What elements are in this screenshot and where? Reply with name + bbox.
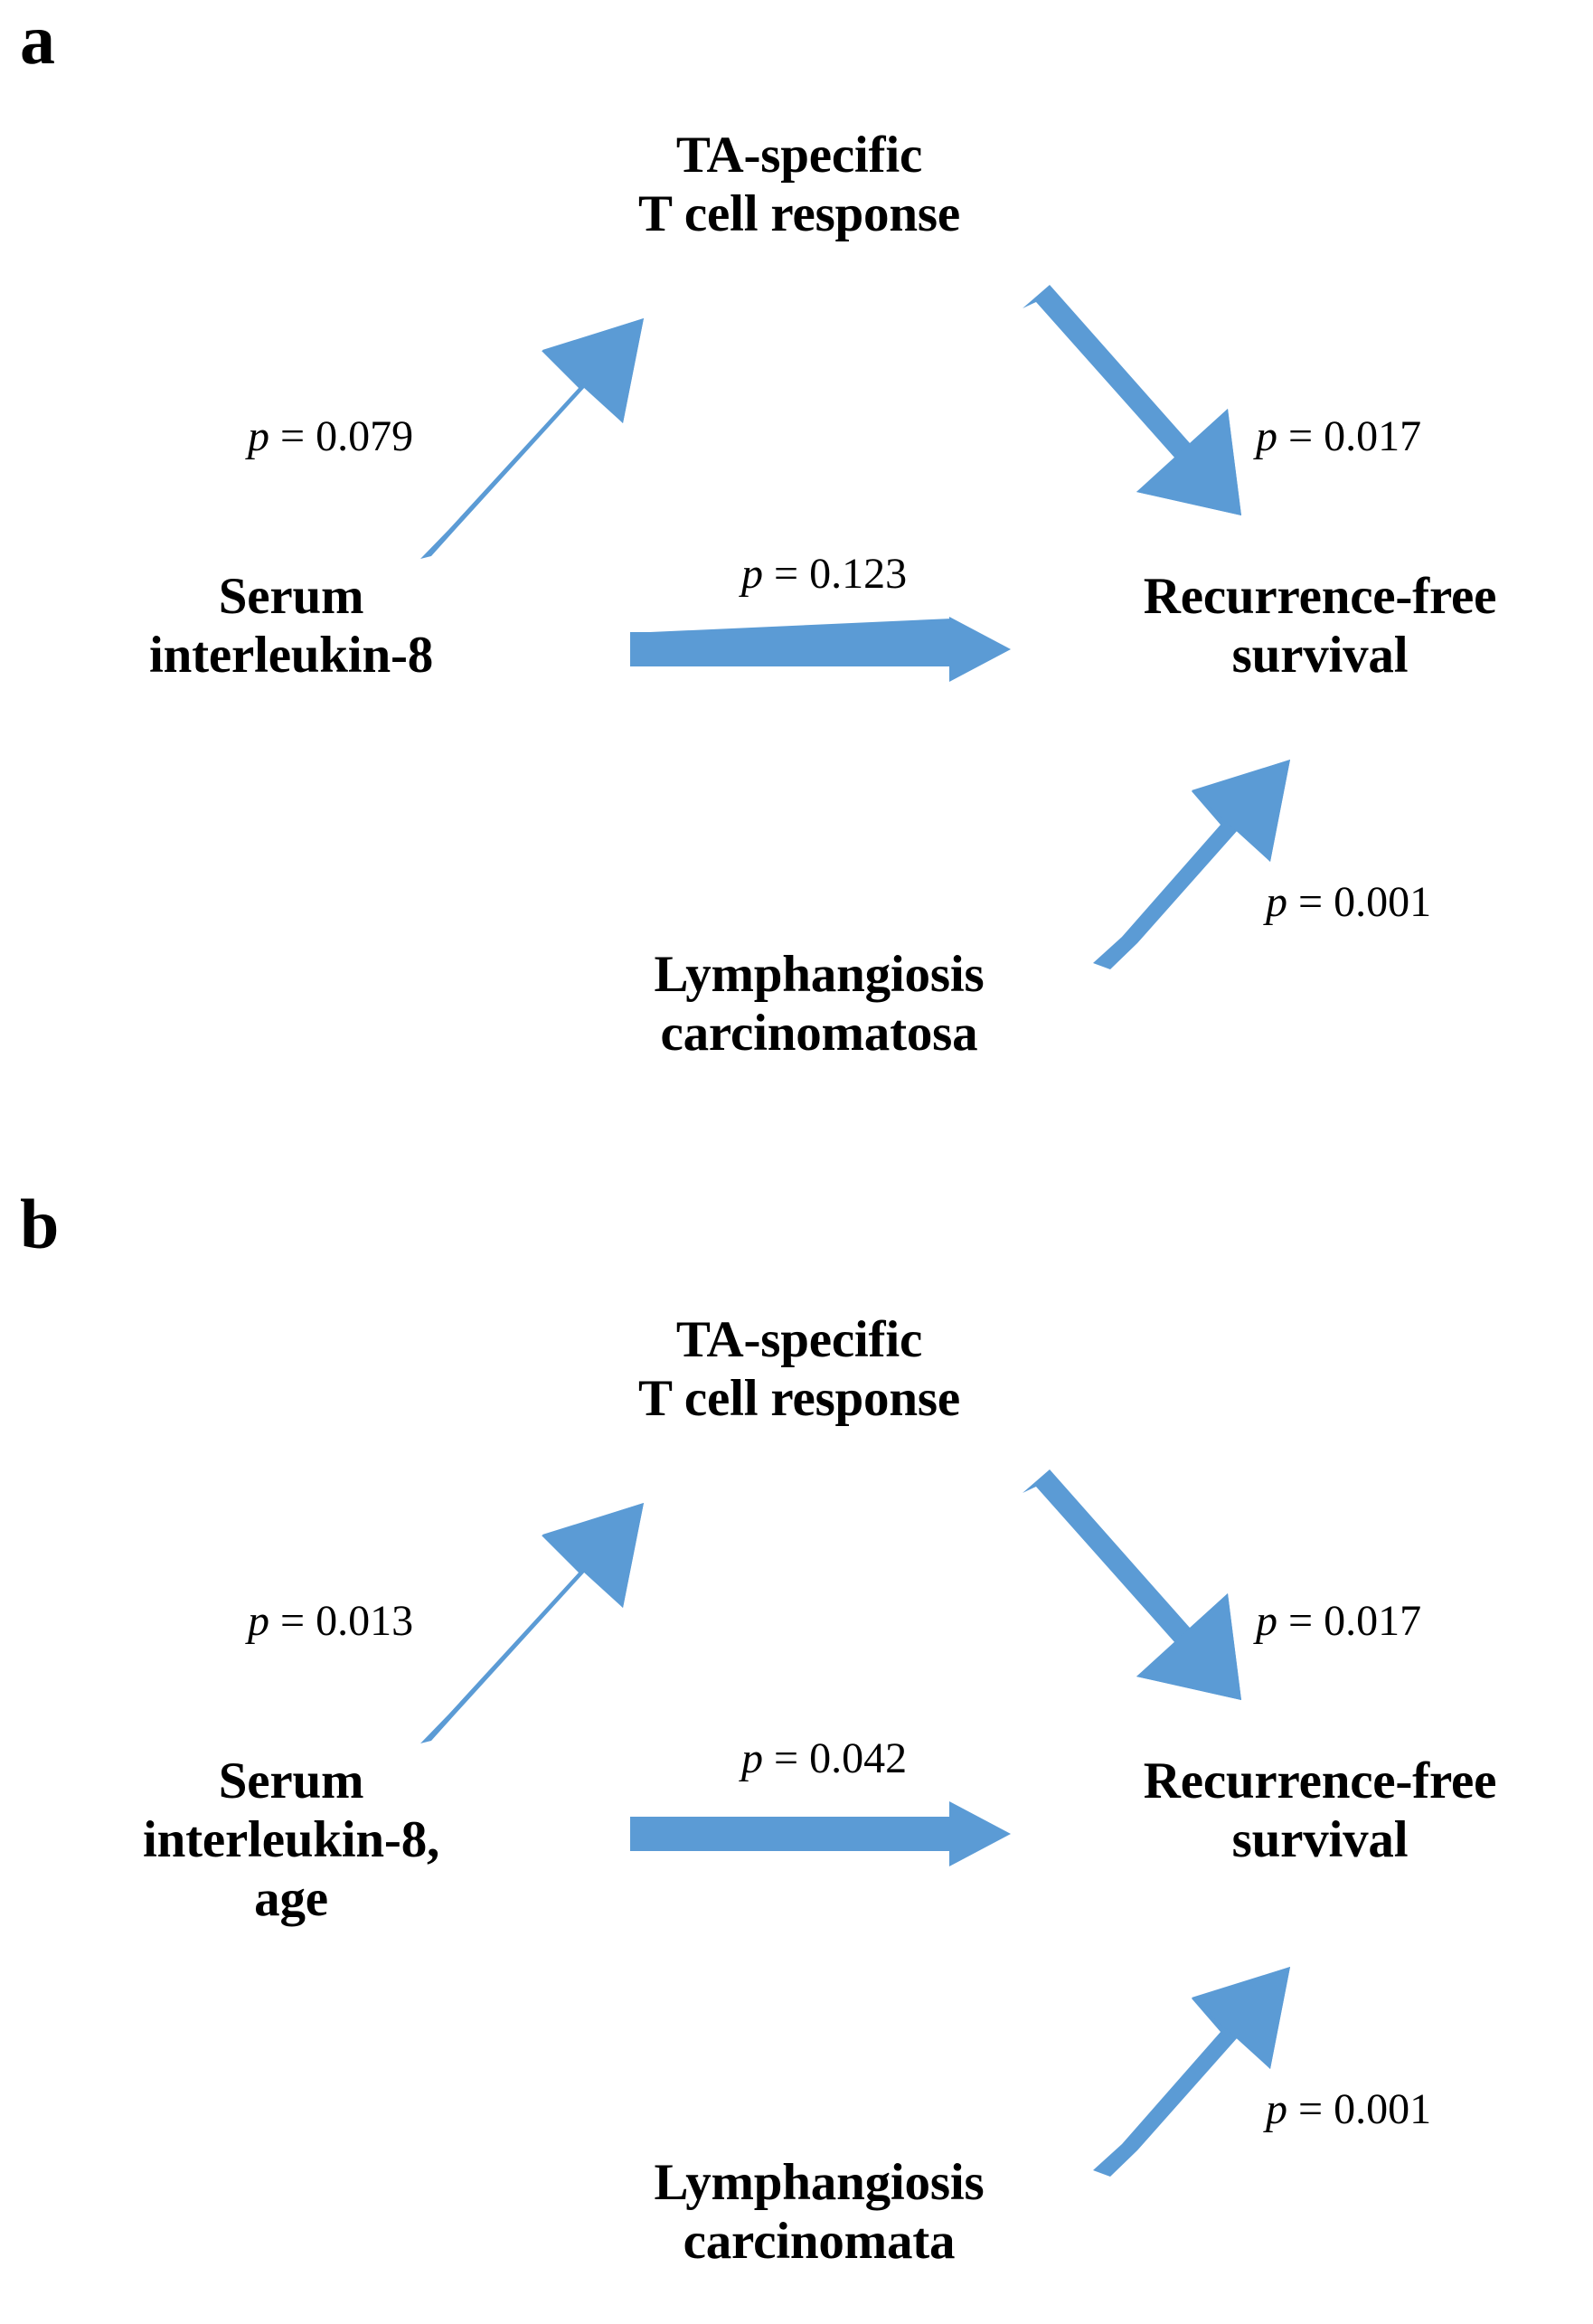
p-value-text: = 0.079 bbox=[269, 412, 414, 460]
arrow-b-mediator-to-outcome bbox=[1023, 1469, 1241, 1700]
panel-b-node-covariate: Lymphangiosis carcinomata bbox=[654, 2154, 985, 2270]
arrow-b-exposure-to-mediator bbox=[420, 1503, 644, 1743]
p-value-text: = 0.123 bbox=[763, 550, 908, 598]
p-value-text: = 0.001 bbox=[1287, 878, 1432, 926]
panel-b-plabel-exposure-to-mediator: p = 0.013 bbox=[248, 1600, 413, 1643]
p-symbol: p bbox=[1256, 412, 1277, 460]
p-symbol: p bbox=[248, 412, 269, 460]
arrow-a-covariate-to-outcome bbox=[1093, 760, 1290, 969]
p-symbol: p bbox=[741, 550, 763, 598]
panel-b-node-mediator: TA-specific T cell response bbox=[638, 1311, 960, 1427]
panel-a-plabel-covariate-to-outcome: p = 0.001 bbox=[1266, 881, 1431, 924]
p-symbol: p bbox=[1266, 878, 1287, 926]
panel-a-plabel-mediator-to-outcome: p = 0.017 bbox=[1256, 415, 1421, 458]
arrow-a-exposure-to-mediator bbox=[420, 318, 644, 559]
panel-a-plabel-exposure-to-mediator: p = 0.079 bbox=[248, 415, 413, 458]
panel-b-plabel-mediator-to-outcome: p = 0.017 bbox=[1256, 1600, 1421, 1643]
panel-b-node-outcome: Recurrence-free survival bbox=[1143, 1752, 1497, 1868]
panel-a-node-exposure: Serum interleukin-8 bbox=[148, 568, 434, 684]
p-symbol: p bbox=[248, 1597, 269, 1645]
panel-b-node-exposure: Serum interleukin-8, age bbox=[142, 1752, 440, 1927]
panel-b-plabel-covariate-to-outcome: p = 0.001 bbox=[1266, 2088, 1431, 2131]
arrow-a-mediator-to-outcome bbox=[1023, 285, 1241, 515]
p-value-text: = 0.042 bbox=[763, 1734, 908, 1782]
p-value-text: = 0.001 bbox=[1287, 2085, 1432, 2133]
p-value-text: = 0.017 bbox=[1277, 1597, 1422, 1645]
p-value-text: = 0.013 bbox=[269, 1597, 414, 1645]
panel-b-plabel-exposure-to-outcome: p = 0.042 bbox=[741, 1737, 907, 1781]
panel-a-node-covariate: Lymphangiosis carcinomatosa bbox=[654, 946, 985, 1062]
arrow-b-exposure-to-outcome bbox=[630, 1801, 1011, 1866]
panel-label-a: a bbox=[20, 0, 55, 79]
p-symbol: p bbox=[1256, 1597, 1277, 1645]
panel-a-node-outcome: Recurrence-free survival bbox=[1143, 568, 1497, 684]
arrow-a-exposure-to-outcome bbox=[630, 617, 1011, 682]
panel-label-b: b bbox=[20, 1185, 60, 1263]
arrow-b-covariate-to-outcome bbox=[1093, 1967, 1290, 2177]
p-symbol: p bbox=[1266, 2085, 1287, 2133]
panel-a-plabel-exposure-to-outcome: p = 0.123 bbox=[741, 553, 907, 596]
panel-a-node-mediator: TA-specific T cell response bbox=[638, 127, 960, 242]
p-value-text: = 0.017 bbox=[1277, 412, 1422, 460]
p-symbol: p bbox=[741, 1734, 763, 1782]
